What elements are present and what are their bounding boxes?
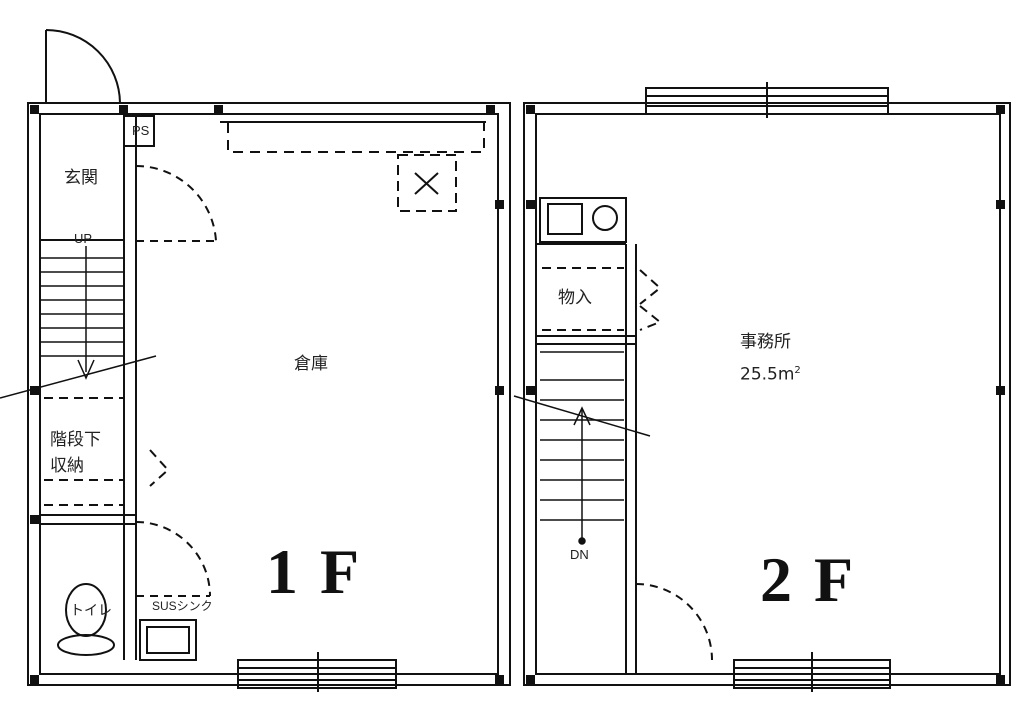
floor1-toilet-door (135, 521, 211, 597)
room-label-office: 事務所 (740, 332, 791, 352)
floor1-entrance-door (45, 29, 121, 104)
floor2-top-window (645, 82, 889, 118)
floor2-stairs (513, 351, 651, 545)
room-label-understair-1: 階段下 (50, 430, 101, 450)
office-area-value: 25.5m (740, 364, 795, 385)
sus-sink (139, 619, 197, 661)
room-label-closet: 物入 (558, 288, 592, 308)
toilet-fixture (57, 583, 115, 656)
column-markers (30, 105, 1005, 684)
floor2-bottom-window (733, 652, 891, 692)
floor2-stair-door (635, 583, 713, 661)
floor2-kitchen (539, 197, 627, 243)
room-label-toilet: トイレ (70, 603, 112, 619)
floor1-stairs (0, 246, 157, 399)
floor1-bottom-window (237, 652, 397, 692)
office-area-unit-sup: 2 (794, 365, 801, 376)
floor1-overhead-dashed (227, 123, 485, 153)
attic-hatch (397, 154, 457, 212)
ps-label: PS (132, 123, 150, 138)
floor1-understair-dashed (44, 397, 170, 506)
floor-1-label: 1F (266, 536, 382, 607)
stairs-up-label: UP (74, 231, 93, 246)
room-label-storage: 倉庫 (294, 354, 328, 374)
stairs-down-label: DN (570, 547, 589, 562)
floor-2-label: 2F (760, 544, 876, 615)
office-area: 25.5m2 (740, 366, 801, 384)
floor2-closet-dashed (542, 267, 662, 331)
floor1-storage-door (135, 164, 217, 242)
room-label-entrance: 玄関 (64, 168, 98, 188)
sink-label: SUSシンク (152, 599, 213, 613)
room-label-understair-2: 収納 (50, 456, 84, 476)
